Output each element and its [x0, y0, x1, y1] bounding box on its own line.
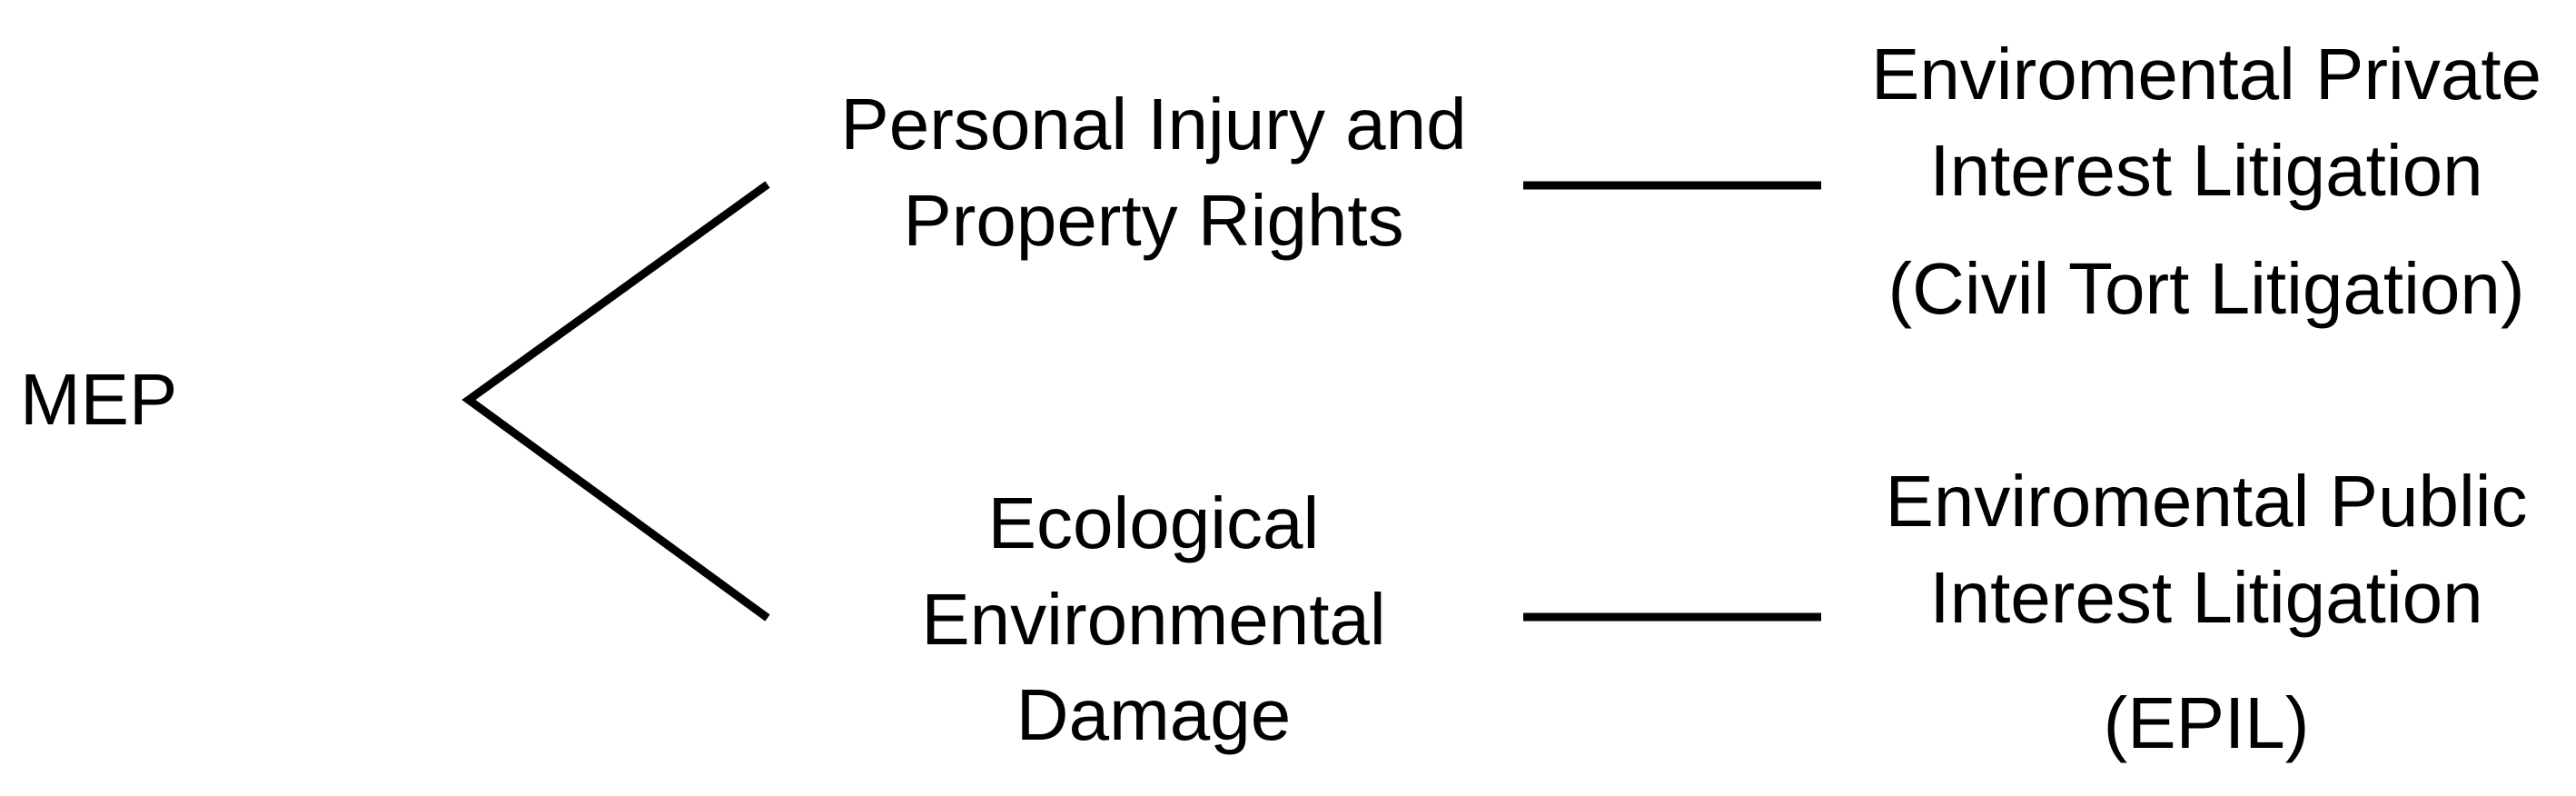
node-public-litigation-line1: Enviromental Public: [1885, 461, 2528, 542]
node-ecological-damage-line2: Environmental: [921, 578, 1386, 660]
node-ecological-environmental-damage: Ecological Environmental Damage: [772, 475, 1535, 763]
node-environmental-public-interest-litigation: Enviromental Public Interest Litigation …: [1822, 453, 2576, 771]
node-personal-injury-property-rights: Personal Injury and Property Rights: [772, 76, 1535, 268]
node-private-litigation-subtitle: (Civil Tort Litigation): [1887, 248, 2525, 330]
node-personal-injury-line2: Property Rights: [903, 179, 1404, 261]
branch-chevron-line: [461, 181, 770, 622]
node-private-litigation-line1: Enviromental Private: [1870, 34, 2542, 114]
node-private-litigation-line2: Interest Litigation: [1929, 129, 2483, 211]
node-public-litigation-subtitle: (EPIL): [2103, 682, 2310, 764]
node-mep: MEP: [20, 352, 177, 448]
node-ecological-damage-line1: Ecological: [987, 483, 1320, 563]
node-mep-label: MEP: [20, 359, 178, 440]
node-personal-injury-line1: Personal Injury and: [840, 84, 1467, 164]
node-ecological-damage-line3: Damage: [1016, 674, 1292, 756]
node-environmental-private-interest-litigation: Enviromental Private Interest Litigation…: [1822, 26, 2576, 337]
node-public-litigation-line2: Interest Litigation: [1929, 556, 2483, 638]
